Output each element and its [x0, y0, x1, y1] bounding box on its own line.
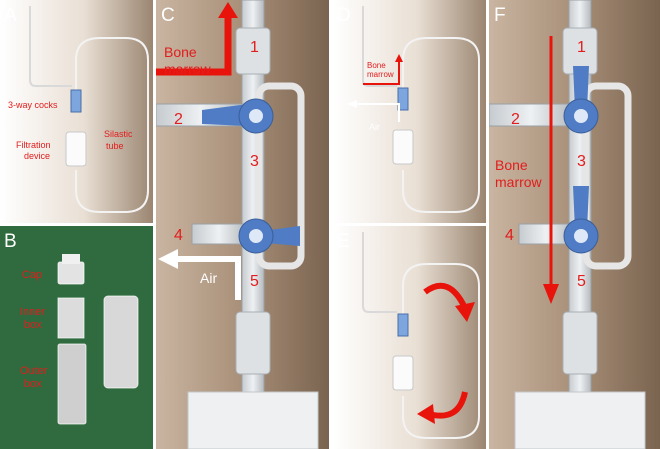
bone-marrow-arrow-head	[543, 284, 559, 304]
connector-bottom	[235, 311, 271, 375]
label-3-way-cocks: 3-way cocks	[8, 100, 58, 110]
port-label-4: 4	[174, 227, 183, 244]
panel-c-label: C	[161, 5, 175, 26]
panel-a-label: A	[4, 5, 17, 26]
panel-e-canvas: E	[333, 226, 486, 449]
collection-box	[187, 391, 319, 449]
panel-e-label: E	[337, 231, 350, 252]
silastic-tube	[75, 37, 149, 213]
air-arrow-head	[158, 249, 178, 269]
label-marrow: marrow	[164, 61, 212, 77]
silastic-tube	[402, 37, 480, 213]
cap-part	[57, 254, 85, 285]
valve-upper	[563, 66, 599, 134]
label-bone: Bone	[495, 157, 528, 173]
port-label-2: 2	[511, 111, 520, 128]
port-label-2: 2	[174, 111, 183, 128]
tube-loop	[362, 232, 397, 313]
panel-b: B Cap Inner box Outer box	[0, 226, 153, 449]
valve-lower	[563, 186, 599, 254]
bone-marrow-arrow-head	[395, 54, 403, 62]
panel-f-canvas: F Bone marrow 1 2 3 4 5	[489, 0, 660, 449]
valve-upper	[202, 98, 274, 134]
bone-marrow-arrow-head	[218, 2, 238, 18]
port-label-5: 5	[250, 273, 259, 290]
label-silastic-2: tube	[106, 141, 124, 151]
panel-f-label: F	[494, 5, 506, 26]
port-4-arm	[191, 223, 247, 245]
panel-d-label: D	[337, 5, 351, 26]
air-arrow-head	[347, 100, 357, 108]
collection-box	[514, 391, 646, 449]
three-way-cock	[397, 87, 409, 111]
connector-bottom	[562, 311, 598, 375]
label-bone: Bone	[367, 61, 386, 70]
port-label-5: 5	[577, 273, 586, 290]
label-outer-2: box	[24, 378, 42, 390]
port-label-1: 1	[250, 39, 259, 56]
label-outer-1: Outer	[20, 365, 48, 377]
filtration-device	[65, 131, 87, 167]
label-air: Air	[369, 122, 380, 132]
tube-loop	[29, 6, 72, 87]
three-way-cock	[70, 89, 82, 113]
air-arrow	[355, 103, 400, 122]
panel-b-label: B	[4, 231, 17, 252]
side-support	[255, 82, 305, 270]
label-inner-2: box	[24, 319, 42, 331]
panel-d: D Bone marrow Air	[333, 0, 486, 223]
rotation-arrow-lower-head	[417, 404, 435, 424]
port-label-3: 3	[250, 153, 259, 170]
side-support	[582, 82, 632, 270]
label-silastic-1: Silastic	[104, 129, 133, 139]
connector-top	[235, 27, 271, 75]
label-inner-1: Inner	[20, 306, 45, 318]
three-way-cock	[397, 313, 409, 337]
inner-box-part	[57, 297, 85, 339]
rotation-arrow-upper-head	[455, 302, 475, 322]
panel-c: C Bone marrow Air 1 2 3 4 5	[156, 0, 329, 449]
panel-a-canvas: A 3-way cocks Filtration device Silastic…	[0, 0, 153, 223]
label-bone: Bone	[164, 44, 197, 60]
outer-box-part	[57, 343, 87, 425]
panel-d-canvas: D Bone marrow Air	[333, 0, 486, 223]
port-2-arm	[489, 103, 574, 127]
label-marrow: marrow	[495, 174, 543, 190]
panel-a: A 3-way cocks Filtration device Silastic…	[0, 0, 153, 223]
label-filtration-1: Filtration	[16, 140, 51, 150]
rotation-arrow-upper	[423, 282, 468, 310]
port-label-1: 1	[577, 39, 586, 56]
filtration-device	[392, 355, 414, 391]
port-label-4: 4	[505, 227, 514, 244]
label-marrow: marrow	[367, 70, 394, 79]
port-label-3: 3	[577, 153, 586, 170]
bone-marrow-arrow	[363, 60, 400, 85]
label-cap: Cap	[22, 269, 42, 281]
label-filtration-2: device	[24, 151, 50, 161]
panel-b-canvas: B Cap Inner box Outer box	[0, 226, 153, 449]
assembled-device	[103, 295, 139, 389]
air-arrow	[176, 256, 241, 300]
panel-c-canvas: C Bone marrow Air 1 2 3 4 5	[156, 0, 329, 449]
bone-marrow-arrow	[156, 16, 232, 76]
label-air: Air	[200, 270, 217, 286]
filtration-device	[392, 129, 414, 165]
panel-e: E	[333, 226, 486, 449]
panel-f: F Bone marrow 1 2 3 4 5	[489, 0, 660, 449]
valve-lower	[238, 218, 300, 254]
silastic-tube	[402, 263, 480, 439]
